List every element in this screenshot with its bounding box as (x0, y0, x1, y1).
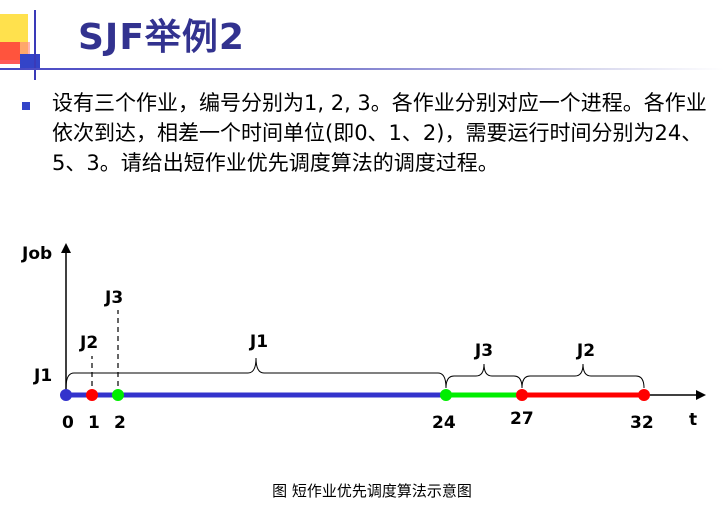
tick-label-24: 24 (432, 413, 456, 433)
y-axis-label: Job (21, 244, 52, 264)
tick-label-1: 1 (88, 413, 100, 433)
arrival-label-j2: J2 (79, 333, 98, 353)
figure-caption: 图 短作业优先调度算法示意图 (272, 482, 472, 500)
slide-title: SJF举例2 (78, 17, 245, 58)
title-underline (0, 68, 724, 70)
tick-dot-32 (638, 389, 650, 401)
brace-label-j1: J1 (249, 332, 268, 352)
bullet-icon (22, 102, 30, 110)
tick-label-0: 0 (62, 413, 74, 433)
arrival-label-j1: J1 (33, 366, 52, 386)
tick-dot-24 (440, 389, 452, 401)
tick-dot-1 (86, 389, 98, 401)
decor-blue-square (20, 54, 40, 68)
decor-red-square (0, 42, 20, 64)
tick-label-32: 32 (630, 413, 654, 433)
decor-pink-square (20, 42, 30, 64)
brace-label-j2: J2 (576, 341, 595, 361)
decor-vertical-line (34, 10, 36, 80)
tick-label-27: 27 (510, 409, 534, 429)
brace-j2 (521, 363, 645, 389)
tick-dot-0 (60, 389, 72, 401)
problem-description: 设有三个作业，编号分别为1, 2, 3。各作业分别对应一个进程。各作业依次到达，… (52, 91, 707, 175)
tick-dot-27 (516, 389, 528, 401)
brace-j3 (445, 363, 523, 389)
tick-dot-2 (112, 389, 124, 401)
arrival-label-j3: J3 (104, 288, 123, 308)
tick-label-2: 2 (114, 413, 126, 433)
brace-j1 (65, 357, 447, 389)
brace-label-j3: J3 (474, 341, 493, 361)
x-axis-label: t (689, 410, 697, 430)
